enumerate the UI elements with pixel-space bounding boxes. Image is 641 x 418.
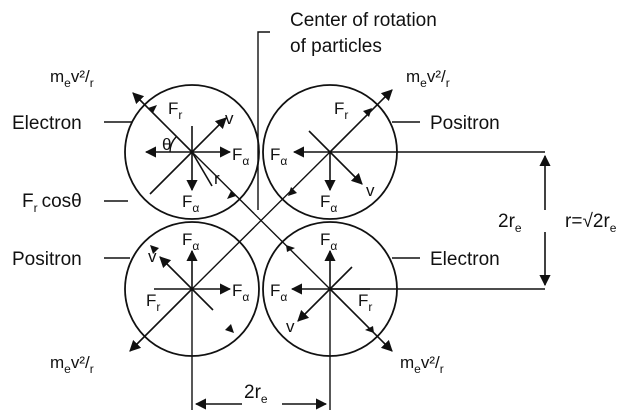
tl-velocity-arrow	[191, 117, 227, 153]
tl-theta-label: θ	[162, 135, 171, 154]
label-positron-bottom-left: Positron	[12, 249, 82, 270]
bl-centripetal-arrow	[129, 288, 193, 352]
tl-fr-label: Fr	[168, 99, 182, 122]
br-velocity-arrow	[297, 288, 331, 322]
bl-tail-line	[191, 288, 214, 311]
tr-v-label: v	[366, 181, 375, 200]
label-positron-top-right: Positron	[430, 113, 500, 134]
bl-fa-up-label: Fα	[182, 230, 199, 253]
tl-r-line	[191, 151, 213, 187]
br-tail-line	[329, 266, 353, 290]
br-centripetal-label: mev²/r	[400, 353, 444, 376]
bl-v-label: v	[148, 247, 157, 266]
tl-fa-down-label: Fα	[182, 192, 199, 215]
label-electron-bottom-right: Electron	[430, 249, 500, 270]
tl-v-label: v	[225, 109, 234, 128]
diagonal-line-b	[191, 151, 331, 290]
center-pointer-line	[257, 31, 270, 210]
radius-equation-label: r=√2re	[565, 211, 617, 235]
br-v-label: v	[286, 317, 295, 336]
br-fr-label: Fr	[358, 291, 372, 314]
bl-centripetal-label: mev²/r	[50, 353, 94, 376]
bl-velocity-arrow	[159, 256, 193, 290]
tr-centripetal-label: mev²/r	[406, 67, 450, 90]
title-line-2: of particles	[290, 36, 382, 57]
tl-fa-right-label: Fα	[232, 145, 249, 168]
br-fa-left-label: Fα	[270, 281, 287, 304]
tr-centripetal-arrow	[329, 89, 393, 153]
bl-fr-label: Fr	[146, 291, 160, 314]
bl-fa-right-label: Fα	[232, 281, 249, 304]
title-line-1: Center of rotation	[290, 10, 437, 31]
tl-centripetal-label: mev²/r	[50, 67, 94, 90]
tr-fa-left-label: Fα	[270, 145, 287, 168]
vertical-dim-label: 2re	[498, 211, 522, 235]
br-centripetal-arrow	[329, 288, 393, 352]
tr-fa-down-label: Fα	[320, 192, 337, 215]
tr-fr-label: Fr	[334, 99, 348, 122]
horizontal-dim-label: 2re	[244, 382, 268, 406]
tl-theta-arc	[169, 136, 177, 153]
br-fa-up-label: Fα	[320, 230, 337, 253]
tr-velocity-arrow	[329, 151, 363, 185]
label-electron-top-left: Electron	[12, 113, 82, 134]
tl-r-label: r	[214, 169, 220, 188]
tl-centripetal-arrow	[132, 92, 193, 153]
electron-top-left-orbit	[124, 84, 260, 220]
tl-tail-line	[149, 151, 193, 195]
tr-tail-line	[308, 130, 331, 153]
